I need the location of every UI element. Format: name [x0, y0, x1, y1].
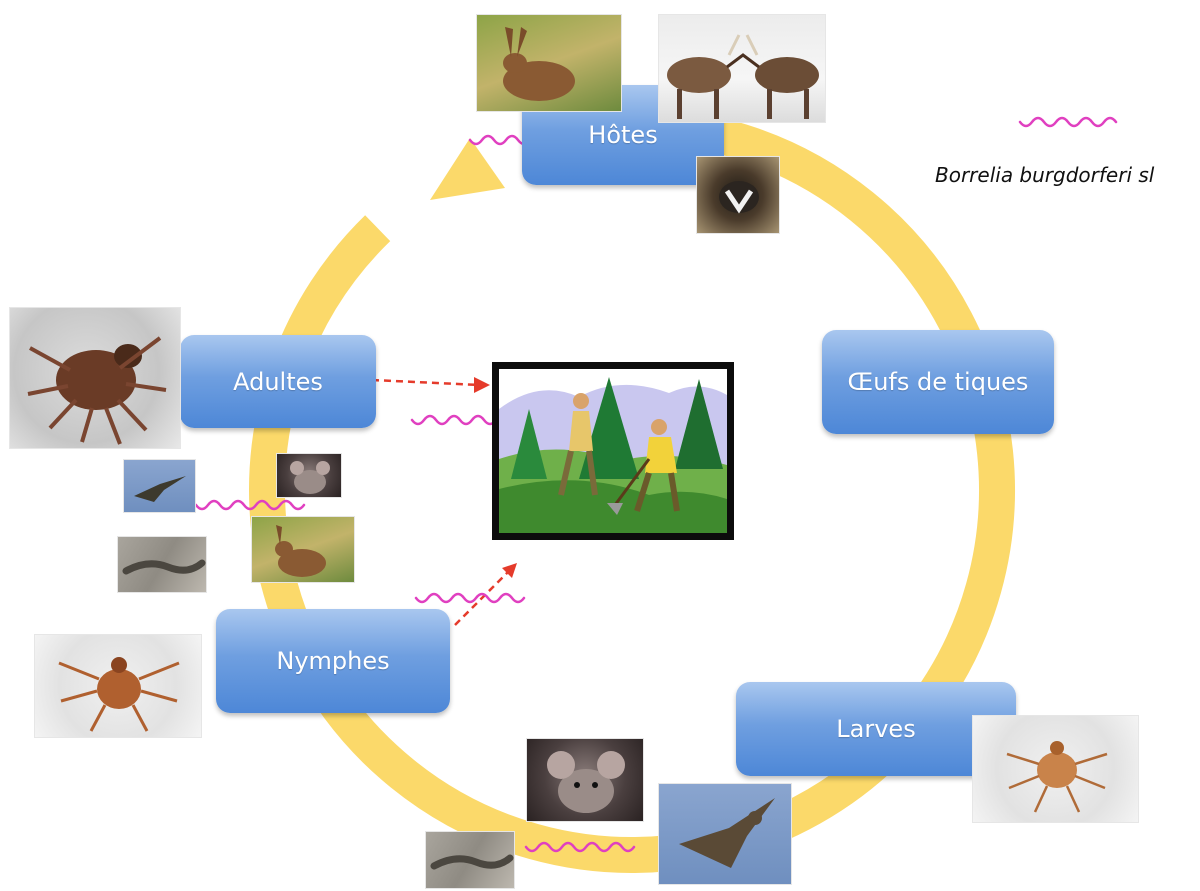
- node-oeufs: Œufs de tiques: [822, 330, 1054, 434]
- badger-icon: [719, 181, 759, 214]
- legend-label: Borrelia burgdorferi sl: [935, 163, 1155, 187]
- bird-photo-small: [123, 459, 196, 513]
- elk-photo: [658, 14, 826, 123]
- legend-bacteria-icon: [1018, 116, 1118, 128]
- badger-photo: [696, 156, 780, 234]
- forest-workers-image: [492, 362, 734, 540]
- node-hotes-label: Hôtes: [588, 121, 658, 149]
- larva-tick-photo: [972, 715, 1139, 823]
- larva-hosts-bacteria: [524, 841, 636, 853]
- node-oeufs-label: Œufs de tiques: [847, 368, 1029, 396]
- nymph-transmission-arrow: [454, 569, 511, 626]
- elk-icon: [667, 34, 819, 119]
- hare-icon: [503, 27, 575, 101]
- cycle-arrow-head: [430, 138, 505, 200]
- mouse-photo: [526, 738, 644, 822]
- lizard-icon: [122, 559, 206, 575]
- adult-arrow-head: [474, 377, 490, 393]
- transmission-arrows: [371, 378, 511, 626]
- hare-small-icon: [275, 525, 326, 577]
- hare-photo: [476, 14, 622, 112]
- node-larves: Larves: [736, 682, 1016, 776]
- bird-large-icon: [679, 798, 775, 868]
- node-adultes-label: Adultes: [233, 367, 323, 396]
- node-larves-label: Larves: [836, 715, 916, 743]
- lizard-photo: [425, 831, 515, 889]
- nymph-tick-icon: [58, 657, 180, 732]
- node-adultes: Adultes: [180, 335, 376, 428]
- lizard-icon-2: [430, 854, 514, 870]
- forest-workers-icon: [499, 369, 727, 533]
- nymph-tick-photo: [34, 634, 202, 738]
- lizard-photo-small: [117, 536, 207, 593]
- mouse-large-icon: [547, 751, 625, 813]
- mouse-photo-small: [276, 453, 342, 498]
- hare-photo-small: [251, 516, 355, 583]
- nymph-bacteria: [414, 592, 526, 604]
- adult-transmission-arrow: [371, 378, 481, 387]
- larva-tick-icon: [1006, 741, 1108, 813]
- mouse-icon: [290, 461, 330, 494]
- node-nymphes-label: Nymphes: [276, 647, 390, 675]
- adult-tick-photo: [9, 307, 181, 449]
- adult-tick-icon: [27, 336, 167, 445]
- small-hosts-bacteria: [194, 499, 306, 511]
- nymph-arrow-head: [502, 563, 517, 578]
- bird-photo: [658, 783, 792, 885]
- node-nymphes: Nymphes: [216, 609, 450, 713]
- bird-icon: [134, 476, 186, 502]
